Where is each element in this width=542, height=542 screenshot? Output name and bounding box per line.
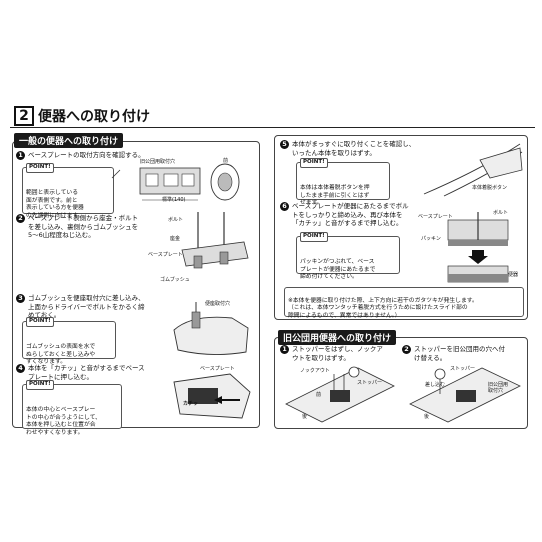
step-number: 1 [16, 151, 25, 160]
bush-label: ゴムブッシュ [160, 277, 190, 283]
packing-label: パッキン [421, 236, 441, 242]
section-heading: 便器への取り付け [38, 109, 150, 125]
step-number: 4 [16, 364, 25, 373]
step-5: 5 本体がまっすぐに取り付くことを確認し、 いったん本体を取りはずす。 [280, 140, 440, 157]
stopper-relocate-diagram [409, 367, 521, 423]
general-install-banner: 一般の便器への取り付け [14, 133, 124, 148]
step-6: 6 ベースプレートが便器にあたるまでボル トをしっかりと締め込み、再び本体を 「… [280, 202, 440, 228]
dimension-label: 標準(140) [162, 197, 186, 203]
step-number: 2 [402, 345, 411, 354]
step-4: 4 本体を「カチッ」と音がするまでベース プレートに押し込む。 [16, 364, 176, 381]
back-label-old-1: 後 [302, 414, 308, 420]
seat-hole-label: 便座取付穴 [205, 301, 231, 307]
insert-label: 差し込む [425, 382, 446, 388]
step-1: 1 ベースプレートの取付方向を確認する。 [16, 151, 166, 160]
point-box-4: POINT! 本体の中心とベースプレー トの中心が合うようにして、 本体を押し込… [22, 380, 122, 436]
step-text: ストッパーをはずし、ノックア ウトを取りはずす。 [292, 345, 383, 362]
old-step-2: 2 ストッパーを旧公団用の穴へ付 け替える。 [402, 345, 522, 362]
note-text: ※本体を便器に取り付けた際、上下方向に若干のガタツキが発生します。 （これは、本… [288, 297, 478, 319]
step-text: ベースプレート表側から座金・ボルト を差し込み、裏側からゴムブッシュを 5～6山… [28, 214, 139, 239]
bolt-label: ボルト [168, 217, 184, 223]
point-label: POINT! [26, 163, 54, 173]
point-box-1: POINT! 範囲と表示している 面が表側です。前と 表示している方を便器 の先… [22, 163, 114, 219]
old-toilet-banner: 旧公団用便器への取り付け [278, 330, 397, 345]
bolt-assembly-diagram [181, 212, 249, 269]
point-text: 本体の中心とベースプレー トの中心が合うようにして、 本体を押し込むと位置が合 … [26, 407, 101, 436]
step-text: ベースプレートが便器にあたるまでボル トをしっかりと締め込み、再び本体を 「カチ… [292, 202, 409, 227]
point-text: 本体は本体着脱ボタンを押 したまま手前に引くとはず せます。 [300, 185, 370, 206]
baseplate-label-4: ベースプレート [200, 366, 235, 372]
point-label: POINT! [26, 317, 54, 327]
point-text: 範囲と表示している 面が表側です。前と 表示している方を便器 の先端側に向けます… [26, 190, 84, 219]
step-number: 3 [16, 294, 25, 303]
old-hole-label: 旧公団用取付穴 [140, 159, 176, 165]
title-rule [10, 127, 535, 128]
step-number: 2 [16, 214, 25, 223]
tighten-bolt-diagram [447, 212, 509, 283]
step-number: 1 [280, 345, 289, 354]
rattle-note: ※本体を便器に取り付けた際、上下方向に若干のガタツキが発生します。 （これは、本… [284, 287, 524, 319]
point-label: POINT! [26, 380, 54, 390]
release-button-label: 本体着脱ボタン [472, 185, 508, 191]
point-box-6: POINT! パッキンがつぶれて、ベース プレートが便器にあたるまで 締め付けて… [296, 232, 400, 280]
washer-label: 座金 [170, 236, 181, 242]
baseplate-diagram [111, 163, 240, 201]
back-label-old-2: 後 [424, 414, 430, 420]
point-text: パッキンがつぶれて、ベース プレートが便器にあたるまで 締め付けてください。 [300, 259, 376, 280]
step-number: 5 [280, 140, 289, 149]
point-label: POINT! [300, 158, 328, 168]
baseplate-label: ベースプレート [148, 252, 183, 258]
remove-body-diagram [423, 143, 523, 197]
push-body-diagram [173, 373, 251, 419]
step-text: 本体を「カチッ」と音がするまでベース プレートに押し込む。 [28, 364, 145, 381]
front-label: 前 [223, 158, 229, 164]
step-number: 6 [280, 202, 289, 211]
point-box-5: POINT! 本体は本体着脱ボタンを押 したまま手前に引くとはず せます。 [296, 158, 390, 206]
stopper-label-1: ストッパー [357, 380, 383, 386]
step-text: ストッパーを旧公団用の穴へ付 け替える。 [414, 345, 505, 362]
click-label: カチッ [183, 401, 199, 407]
toilet-label: 便器 [508, 272, 519, 278]
step-2: 2 ベースプレート表側から座金・ボルト を差し込み、裏側からゴムブッシュを 5～… [16, 214, 166, 240]
step-text: ゴムブッシュを便座取付穴に差し込み、 上面からドライバーでボルトをかるく締 めて… [28, 294, 145, 319]
section-number: 2 [14, 106, 34, 126]
point-text: ゴムブッシュの表面を水で ぬらしておくと差し込みや すくなります。 [26, 344, 96, 365]
step-3: 3 ゴムブッシュを便座取付穴に差し込み、 上面からドライバーでボルトをかるく締 … [16, 294, 181, 320]
step-text: 本体がまっすぐに取り付くことを確認し、 いったん本体を取りはずす。 [292, 140, 416, 157]
old-hole-label-2: 旧公団用 取付穴 [488, 382, 509, 394]
baseplate-label-6: ベースプレート [418, 214, 453, 220]
bolt-label-6: ボルト [493, 210, 509, 216]
section-title: 2 便器への取り付け [14, 106, 150, 126]
toilet-bush-diagram [173, 302, 249, 356]
old-step-1: 1 ストッパーをはずし、ノックア ウトを取りはずす。 [280, 345, 400, 362]
knockout-label: ノックアウト [300, 368, 330, 374]
front-label-old: 前 [316, 392, 322, 398]
step-text: ベースプレートの取付方向を確認する。 [28, 151, 145, 159]
point-label: POINT! [300, 232, 328, 242]
knockout-diagram [285, 366, 395, 423]
stopper-label-2: ストッパー [450, 366, 476, 372]
point-box-3: POINT! ゴムブッシュの表面を水で ぬらしておくと差し込みや すくなります。 [22, 317, 116, 365]
